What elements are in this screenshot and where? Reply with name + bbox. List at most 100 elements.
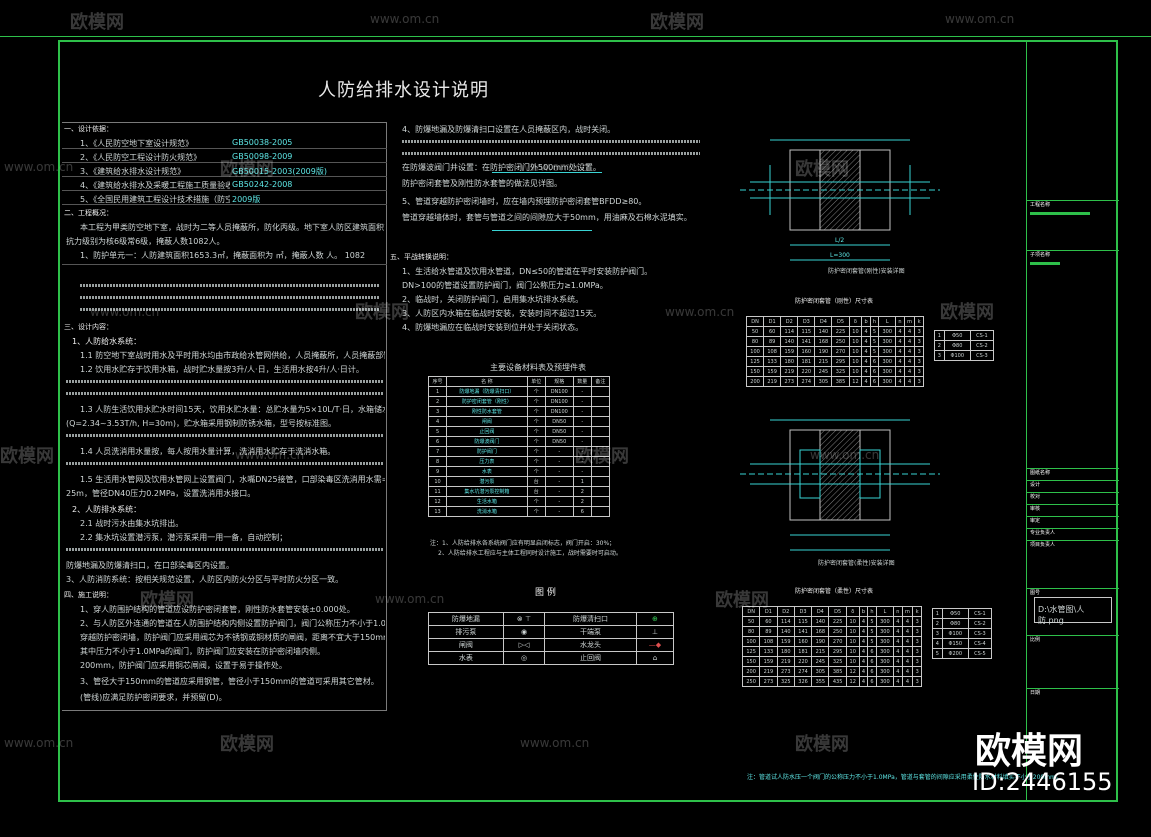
table-cell: 300 xyxy=(878,356,897,367)
table-cell: 125 xyxy=(741,646,761,657)
middle-note-text: 管道穿越墙体时，套管与管道之间的间隙应大于50mm，用油麻及石棉水泥填实。 xyxy=(402,213,692,222)
table-cell: 4 xyxy=(861,366,871,377)
table-cell: 4 xyxy=(893,616,903,627)
table-cell: 295 xyxy=(831,356,850,367)
table-cell: 219 xyxy=(776,656,795,667)
notes-border-top xyxy=(62,122,387,123)
table-cell: 141 xyxy=(793,626,813,637)
dimension-label: L/2 xyxy=(835,237,844,244)
table-cell: 100 xyxy=(745,346,765,357)
table-cell: 6 xyxy=(869,376,880,387)
drawing-frame xyxy=(58,40,1118,802)
table-cell: 4 xyxy=(861,336,871,347)
table-cell: 273 xyxy=(780,376,799,387)
table-cell: 4 xyxy=(901,616,914,627)
table-cell: CS-1 xyxy=(969,330,995,341)
table-cell: 150 xyxy=(745,366,765,377)
table-cell: - xyxy=(572,426,592,437)
table-cell: 4 xyxy=(903,356,916,367)
table-cell: Φ100 xyxy=(943,350,971,361)
table-cell: 3 xyxy=(912,636,922,647)
table-cell: 325 xyxy=(831,366,850,377)
table-cell: 300 xyxy=(878,326,897,337)
table-header-row: 序号 名 称 单位 规格 数量 备注 xyxy=(427,376,611,387)
table-cell: 4 xyxy=(861,326,871,337)
table-cell: 个 xyxy=(526,416,546,427)
table-cell: 160 xyxy=(797,346,816,357)
table-cell: 3 xyxy=(912,626,922,637)
table-cell: 180 xyxy=(780,356,799,367)
legend-table: 防爆地漏 ⊗ ⊤ 防爆清扫口 ⊕ 排污泵 ◉ 干端泵 ⊥ 闸阀 ▷◁ 水龙头 —… xyxy=(428,612,675,665)
title-block-row: 校对 xyxy=(1027,492,1119,500)
table-cell: 1 xyxy=(427,386,448,397)
table-cell: 4 xyxy=(901,676,914,687)
watermark-site: www.om.cn xyxy=(810,448,880,462)
table-cell: 274 xyxy=(793,666,813,677)
table-header-cell: D1 xyxy=(763,316,782,327)
legend-label: 干端泵 xyxy=(544,625,637,639)
table-cell: 个 xyxy=(526,496,546,507)
table-cell: CS-3 xyxy=(967,628,993,639)
table-cell: 5 xyxy=(932,648,943,659)
table-cell: 168 xyxy=(814,336,833,347)
table-cell: 3 xyxy=(912,616,922,627)
table-cell: 4 xyxy=(895,336,905,347)
table-cell: 5 xyxy=(427,426,448,437)
table-cell: - xyxy=(544,446,574,457)
table-cell: 300 xyxy=(878,336,897,347)
middle-notes: 4、防爆地漏及防爆清扫口设置在人员掩蔽区内，战时关闭。 在防爆波阀门井设置：在防… xyxy=(390,122,702,342)
table-cell: 114 xyxy=(776,616,795,627)
project-overview-text: 本工程为甲类防空地下室，战时为二等人员掩蔽所，防化丙级。地下室人防区建筑面积16… xyxy=(80,223,385,232)
table-cell: 219 xyxy=(759,666,778,677)
table-cell: DN50 xyxy=(544,416,574,427)
table-cell: 10 xyxy=(845,656,860,667)
table-cell: 12 xyxy=(427,496,448,507)
title-block-row: 项目负责人 xyxy=(1027,540,1119,548)
table-cell: 4 xyxy=(901,656,914,667)
legend-row: 闸阀 ▷◁ 水龙头 —◆ xyxy=(428,638,675,652)
table-cell: 6 xyxy=(867,666,877,677)
middle-note-text: 在防爆波阀门井设置：在防护密闭门外500mm处设置。 xyxy=(402,163,601,172)
table-cell: CS-3 xyxy=(969,350,995,361)
table-cell: Φ80 xyxy=(941,618,969,629)
blurred-text-line xyxy=(80,296,380,299)
table-header-cell: n xyxy=(893,606,903,617)
table-cell: 集水坑潜污泵控制箱 xyxy=(446,486,528,497)
legend-symbol-cell: ▷◁ xyxy=(502,638,546,652)
section-heading: 四、施工说明： xyxy=(64,591,113,599)
table-cell: 3 xyxy=(914,356,924,367)
legend-row: 排污泵 ◉ 干端泵 ⊥ xyxy=(428,625,675,639)
table-cell: 4 xyxy=(858,666,869,677)
table-cell: 159 xyxy=(776,636,795,647)
table-cell: 273 xyxy=(759,676,778,687)
table-cell: 台 xyxy=(526,476,546,487)
design-basis-code: GB50038-2005 xyxy=(232,138,293,147)
table-header-cell: L xyxy=(878,316,897,327)
table-cell: DN50 xyxy=(544,426,574,437)
table-cell: 闸阀 xyxy=(446,416,528,427)
design-content-text: 2.2 集水坑设置潜污泵，潜污泵采用一用一备，自动控制； xyxy=(80,533,288,542)
table-cell: 108 xyxy=(759,636,778,647)
design-content-text: (Q=2.34~3.53T/h, H=30m)，贮水箱采用钢制防锈水箱，型号按标… xyxy=(66,419,336,428)
table-cell: 3 xyxy=(914,366,924,377)
table-cell: 8 xyxy=(427,456,448,467)
middle-note-text: 4、防爆地漏及防爆清扫口设置在人员掩蔽区内，战时关闭。 xyxy=(402,125,616,134)
watermark-brand: 欧模网 xyxy=(0,446,54,467)
table-cell: 3 xyxy=(914,336,924,347)
project-overview-text: 抗力级别为核6级常6级，掩蔽人数1082人。 xyxy=(66,237,225,246)
table-cell: 250 xyxy=(831,336,850,347)
